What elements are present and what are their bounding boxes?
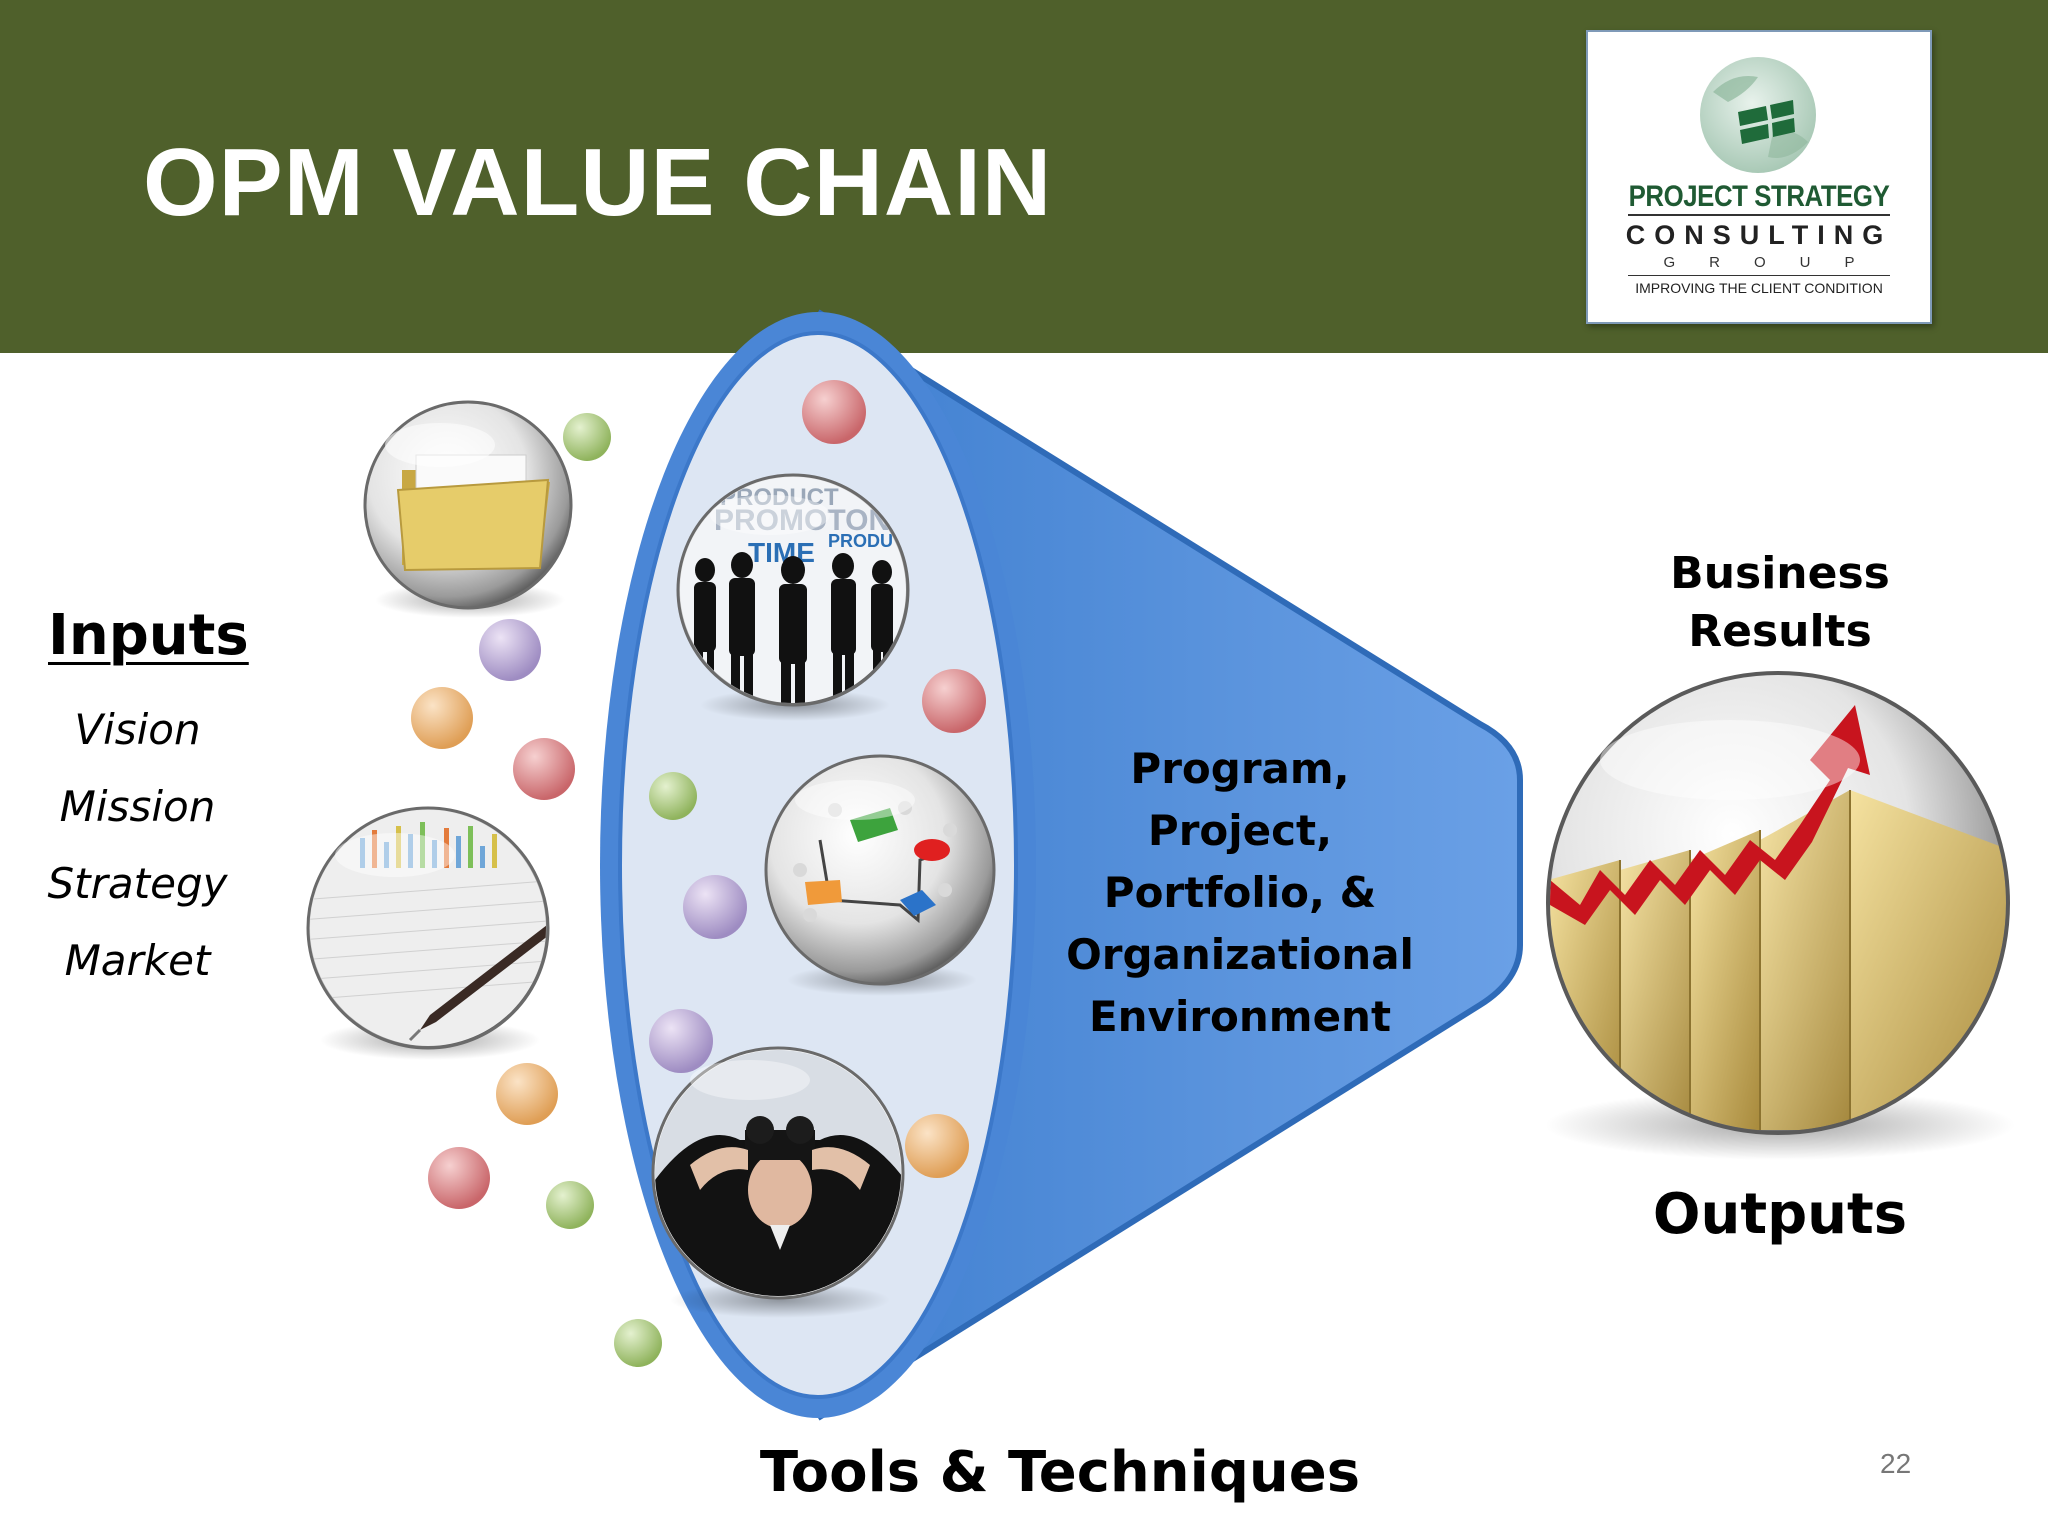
slide-title: OPM VALUE CHAIN [143, 129, 1053, 236]
orange-ball [496, 1063, 558, 1125]
binoculars-bubble [651, 1046, 905, 1318]
binoculars-man-icon [655, 1050, 901, 1296]
inputs-heading: Inputs [48, 603, 249, 668]
green-ball [614, 1319, 662, 1367]
pink-ball [513, 738, 575, 800]
chart-pen-bubble [306, 806, 550, 1060]
purple-ball [683, 875, 747, 939]
team-silhouettes-icon: PRODUCT PROMOTON TIME PRODU [680, 477, 906, 703]
svg-text:PROMOTON: PROMOTON [714, 504, 890, 537]
folder-icon [396, 454, 550, 572]
company-logo: PROJECT STRATEGY CONSULTING GROUP IMPROV… [1586, 30, 1932, 324]
input-vision: Vision [74, 705, 201, 754]
logo-line-2: CONSULTING [1625, 220, 1893, 250]
orange-ball [411, 687, 473, 749]
logo-line-3: GROUP [1663, 254, 1889, 271]
business-results-bubble [1545, 671, 2015, 1160]
funnel-label: Program, Project, Portfolio, & Organizat… [1066, 744, 1414, 1041]
outputs-heading: Outputs [1652, 1182, 1908, 1247]
page-number: 22 [1880, 1448, 1912, 1479]
logo-tagline: IMPROVING THE CLIENT CONDITION [1635, 280, 1883, 296]
business-results-label: Business Results [1670, 548, 1890, 657]
purple-ball [649, 1009, 713, 1073]
input-mission: Mission [59, 782, 216, 831]
tools-techniques-label: Tools & Techniques [759, 1440, 1361, 1505]
globe-icon [1700, 57, 1816, 173]
purple-ball [479, 619, 541, 681]
input-market: Market [64, 936, 211, 985]
green-ball [649, 772, 697, 820]
logo-line-1: PROJECT STRATEGY [1628, 180, 1890, 213]
folder-bubble [363, 400, 573, 618]
bar-chart-icon [310, 810, 546, 1046]
process-flow-bubble [764, 754, 996, 996]
input-balls [411, 380, 986, 1367]
svg-text:PRODU: PRODU [828, 531, 893, 551]
svg-text:TIME: TIME [748, 537, 815, 568]
logo-divider [1628, 214, 1890, 216]
team-bubble: PRODUCT PROMOTON TIME PRODU [676, 473, 910, 721]
pink-ball [922, 669, 986, 733]
green-ball [563, 413, 611, 461]
pink-ball [428, 1147, 490, 1209]
process-flow-icon [793, 801, 957, 924]
logo-divider-2 [1628, 275, 1890, 276]
orange-ball [905, 1114, 969, 1178]
green-ball [546, 1181, 594, 1229]
pink-ball [802, 380, 866, 444]
input-strategy: Strategy [47, 859, 228, 908]
